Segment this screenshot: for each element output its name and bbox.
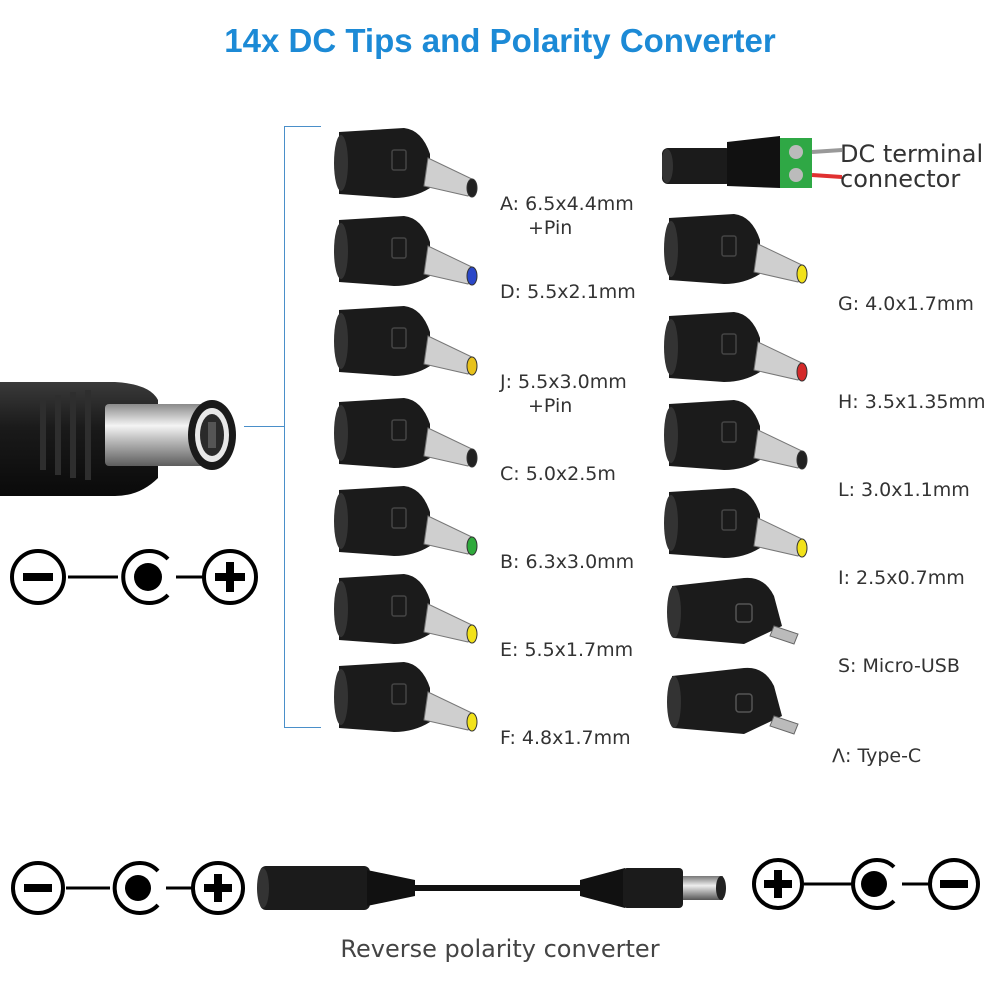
tip-E-label: E: 5.5x1.7mm bbox=[500, 639, 634, 661]
tip-F-image bbox=[334, 652, 494, 742]
tip-G-label: G: 4.0x1.7mm bbox=[838, 293, 974, 315]
tip-I-label: I: 2.5x0.7mm bbox=[838, 567, 965, 589]
tip-E-image bbox=[334, 564, 494, 654]
tip-A-image bbox=[334, 118, 494, 208]
reverse-polarity-caption: Reverse polarity converter bbox=[340, 935, 660, 963]
connector-line bbox=[244, 426, 285, 427]
tip-F-label: F: 4.8x1.7mm bbox=[500, 727, 631, 749]
minus-icon bbox=[928, 858, 980, 910]
tip-G-image bbox=[664, 204, 824, 294]
tip-L-label: L: 3.0x1.1mm bbox=[838, 479, 970, 501]
tip-A-label: A: 6.5x4.4mm+Pin bbox=[500, 193, 634, 239]
polarity-symbol-right bbox=[752, 852, 992, 916]
tip-type-c-label: Λ: Type-C bbox=[832, 745, 922, 767]
tip-L-image bbox=[664, 390, 824, 480]
tip-I-image bbox=[664, 478, 824, 568]
plus-icon bbox=[202, 549, 258, 605]
tip-C-image bbox=[334, 388, 494, 478]
center-positive-icon bbox=[121, 549, 170, 605]
tip-D-label: D: 5.5x2.1mm bbox=[500, 281, 636, 303]
main-dc-plug-image bbox=[0, 360, 250, 500]
reverse-polarity-cable-image bbox=[255, 852, 735, 922]
tip-type-c-image bbox=[664, 656, 804, 746]
tip-H-image bbox=[664, 302, 824, 392]
tip-H-label: H: 3.5x1.35mm bbox=[838, 391, 986, 413]
page-title: 14x DC Tips and Polarity Converter bbox=[224, 22, 776, 59]
tip-B-image bbox=[334, 476, 494, 566]
plus-icon bbox=[752, 858, 804, 910]
tip-D-image bbox=[334, 206, 494, 296]
plus-icon bbox=[191, 861, 245, 915]
dc-terminal-connector-image bbox=[662, 128, 842, 198]
polarity-symbol-center-positive bbox=[8, 545, 258, 609]
minus-icon bbox=[10, 549, 66, 605]
dc-terminal-connector-label: DC terminal connector bbox=[840, 140, 984, 193]
polarity-symbol-left bbox=[8, 856, 248, 920]
minus-icon bbox=[11, 861, 65, 915]
tip-C-label: C: 5.0x2.5m bbox=[500, 463, 616, 485]
bracket-line bbox=[284, 126, 321, 728]
tip-S-image bbox=[664, 566, 804, 656]
tip-J-image bbox=[334, 296, 494, 386]
tip-J-label: J: 5.5x3.0mm+Pin bbox=[500, 371, 627, 417]
center-negative-icon bbox=[851, 858, 896, 910]
tip-B-label: B: 6.3x3.0mm bbox=[500, 551, 635, 573]
center-positive-icon bbox=[112, 861, 160, 915]
tip-S-label: S: Micro-USB bbox=[838, 655, 960, 677]
